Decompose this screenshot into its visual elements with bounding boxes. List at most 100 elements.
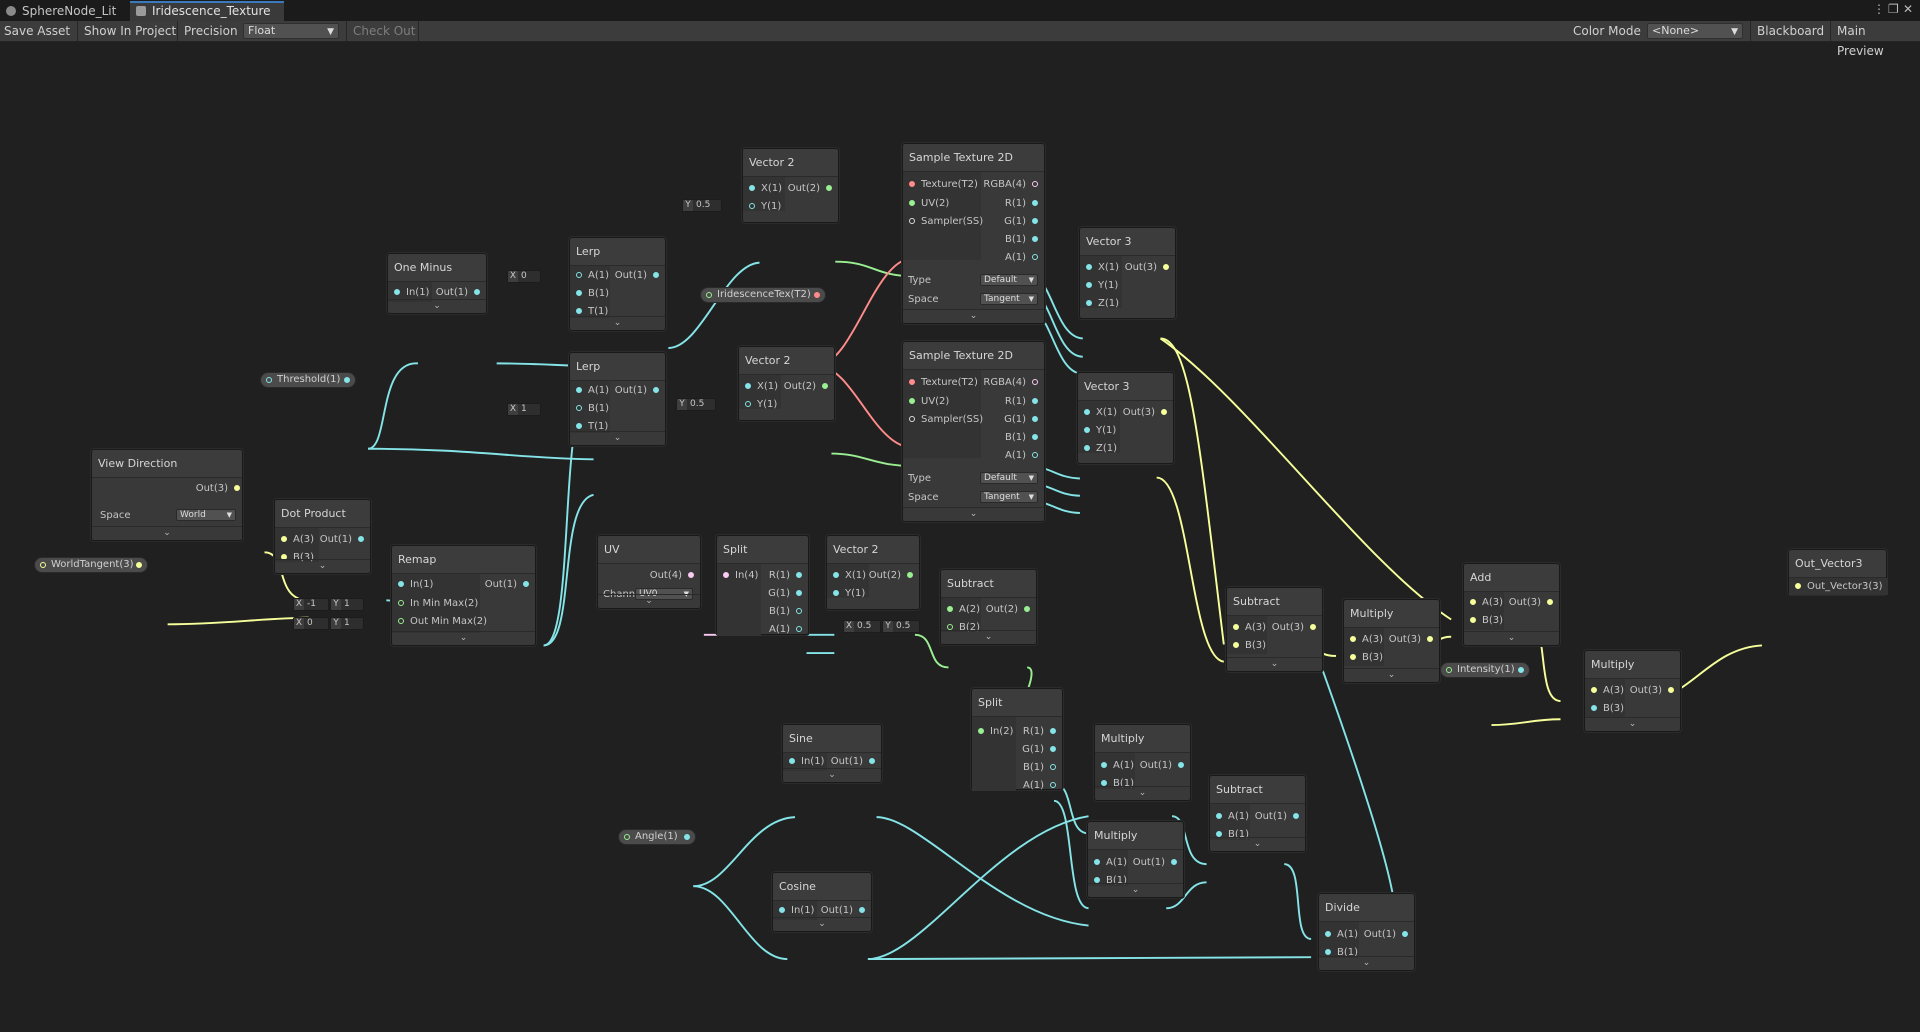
port-dot[interactable] [749, 185, 755, 191]
port-dot[interactable] [1101, 762, 1107, 768]
b-port[interactable]: B(1) [576, 403, 609, 415]
port-dot[interactable] [1161, 409, 1167, 415]
a-port[interactable]: A(1) [1005, 450, 1038, 462]
port-dot[interactable] [1325, 949, 1331, 955]
rgba-port[interactable]: RGBA(4) [983, 377, 1038, 389]
dot-product-node[interactable]: Dot Product A(3) B(3) Out(1) ⌄ [274, 499, 371, 574]
b-port[interactable]: B(1) [1005, 432, 1038, 444]
port-dot[interactable] [1216, 831, 1222, 837]
port-dot[interactable] [398, 600, 404, 606]
y-port[interactable]: Y(1) [745, 399, 777, 411]
tab-iridescence-texture[interactable]: Iridescence_Texture [130, 1, 284, 21]
collapse-chevron-icon[interactable]: ⌄ [1227, 657, 1322, 671]
a-port[interactable]: A(1) [576, 270, 609, 282]
out-port[interactable]: Out(3) [1630, 685, 1674, 697]
port-dot[interactable] [909, 218, 915, 224]
port-dot[interactable] [1086, 264, 1092, 270]
world-tangent-property[interactable]: WorldTangent(3) [34, 557, 148, 573]
tab-spherenode-lit[interactable]: SphereNode_Lit [0, 1, 128, 21]
a-port[interactable]: A(3) [1470, 597, 1503, 609]
lerp-node[interactable]: Lerp A(1) B(1) T(1) Out(1) ⌄ [569, 352, 666, 446]
a-port[interactable]: A(1) [1023, 780, 1056, 792]
b-port[interactable]: B(1) [1101, 778, 1134, 790]
port-dot[interactable] [1032, 379, 1038, 385]
port-dot[interactable] [909, 398, 915, 404]
t-port[interactable]: T(1) [576, 421, 608, 433]
port-dot[interactable] [1171, 859, 1177, 865]
save-asset-button[interactable]: Save Asset [4, 24, 71, 38]
threshold-property[interactable]: Threshold(1) [260, 372, 356, 388]
port-dot[interactable] [1178, 762, 1184, 768]
out-min-max-port[interactable]: Out Min Max(2) [398, 616, 487, 628]
out-vector3-port[interactable]: Out_Vector3(3) [1795, 581, 1883, 593]
y-port[interactable]: Y(1) [749, 201, 781, 213]
port-dot[interactable] [1591, 705, 1597, 711]
out-port[interactable]: Out(1) [821, 905, 865, 917]
port-dot[interactable] [344, 377, 350, 383]
port-dot[interactable] [394, 289, 400, 295]
port-dot[interactable] [688, 572, 694, 578]
port-dot[interactable] [749, 203, 755, 209]
precision-dropdown[interactable]: Float ▼ [243, 23, 339, 39]
g-port[interactable]: G(1) [768, 588, 802, 600]
add-node[interactable]: Add A(3) B(3) Out(3) ⌄ [1463, 563, 1560, 646]
space-dropdown[interactable]: Tangent▼ [980, 293, 1038, 305]
port-dot[interactable] [1233, 624, 1239, 630]
a-port[interactable]: A(3) [281, 534, 314, 546]
b-port[interactable]: B(3) [1233, 640, 1266, 652]
port-dot[interactable] [909, 200, 915, 206]
port-dot[interactable] [833, 590, 839, 596]
split-node[interactable]: Split In(2) R(1) G(1) B(1) A(1) [971, 688, 1063, 792]
port-dot[interactable] [684, 834, 690, 840]
maximize-icon[interactable]: ❐ [1888, 2, 1899, 16]
port-dot[interactable] [947, 624, 953, 630]
port-dot[interactable] [281, 536, 287, 542]
uv-port[interactable]: UV(2) [909, 198, 949, 210]
in-port[interactable]: In(2) [978, 726, 1013, 738]
port-dot[interactable] [653, 272, 659, 278]
out-port[interactable]: Out(2) [869, 570, 913, 582]
sample-texture-2d-node[interactable]: Sample Texture 2D Texture(T2) UV(2) Samp… [902, 341, 1045, 522]
collapse-chevron-icon[interactable]: ⌄ [570, 431, 665, 445]
space-dropdown[interactable]: Tangent▼ [980, 491, 1038, 503]
port-dot[interactable] [1094, 859, 1100, 865]
in-min-max-port[interactable]: In Min Max(2) [398, 598, 478, 610]
multiply-node[interactable]: Multiply A(3) B(3) Out(3) ⌄ [1584, 650, 1681, 732]
graph-canvas[interactable]: Threshold(1) WorldTangent(3) Iridescence… [0, 42, 1920, 1032]
port-dot[interactable] [1233, 642, 1239, 648]
b-port[interactable]: B(1) [1005, 234, 1038, 246]
collapse-chevron-icon[interactable]: ⌄ [773, 917, 871, 931]
a-port[interactable]: A(3) [1350, 634, 1383, 646]
port-dot[interactable] [723, 572, 729, 578]
port-dot[interactable] [576, 405, 582, 411]
port-dot[interactable] [1032, 181, 1038, 187]
port-dot[interactable] [523, 581, 529, 587]
port-dot[interactable] [779, 907, 785, 913]
subtract-node[interactable]: Subtract A(3) B(3) Out(3) ⌄ [1226, 587, 1323, 672]
collapse-chevron-icon[interactable]: ⌄ [903, 309, 1044, 323]
b-port[interactable]: B(3) [1470, 615, 1503, 627]
port-dot[interactable] [1293, 813, 1299, 819]
out-port[interactable]: Out(1) [1364, 929, 1408, 941]
remap-node[interactable]: Remap In(1) In Min Max(2) Out Min Max(2)… [391, 545, 536, 646]
out-port[interactable]: Out(1) [831, 756, 875, 768]
port-dot[interactable] [1032, 434, 1038, 440]
port-dot[interactable] [1470, 617, 1476, 623]
port-dot[interactable] [1310, 624, 1316, 630]
collapse-chevron-icon[interactable]: ⌄ [1088, 883, 1183, 897]
port-dot[interactable] [909, 181, 915, 187]
collapse-chevron-icon[interactable]: ⌄ [92, 526, 242, 540]
multiply-node[interactable]: Multiply A(1) B(1) Out(1) ⌄ [1094, 724, 1191, 801]
b-port[interactable]: B(3) [1591, 703, 1624, 715]
out-port[interactable]: Out(3) [1272, 622, 1316, 634]
cosine-node[interactable]: Cosine In(1) Out(1) ⌄ [772, 872, 872, 932]
collapse-chevron-icon[interactable]: ⌄ [783, 768, 881, 782]
port-dot[interactable] [1350, 636, 1356, 642]
intensity-property[interactable]: Intensity(1) [1440, 662, 1530, 678]
rgba-port[interactable]: RGBA(4) [983, 179, 1038, 191]
out-port[interactable]: Out(1) [485, 579, 529, 591]
